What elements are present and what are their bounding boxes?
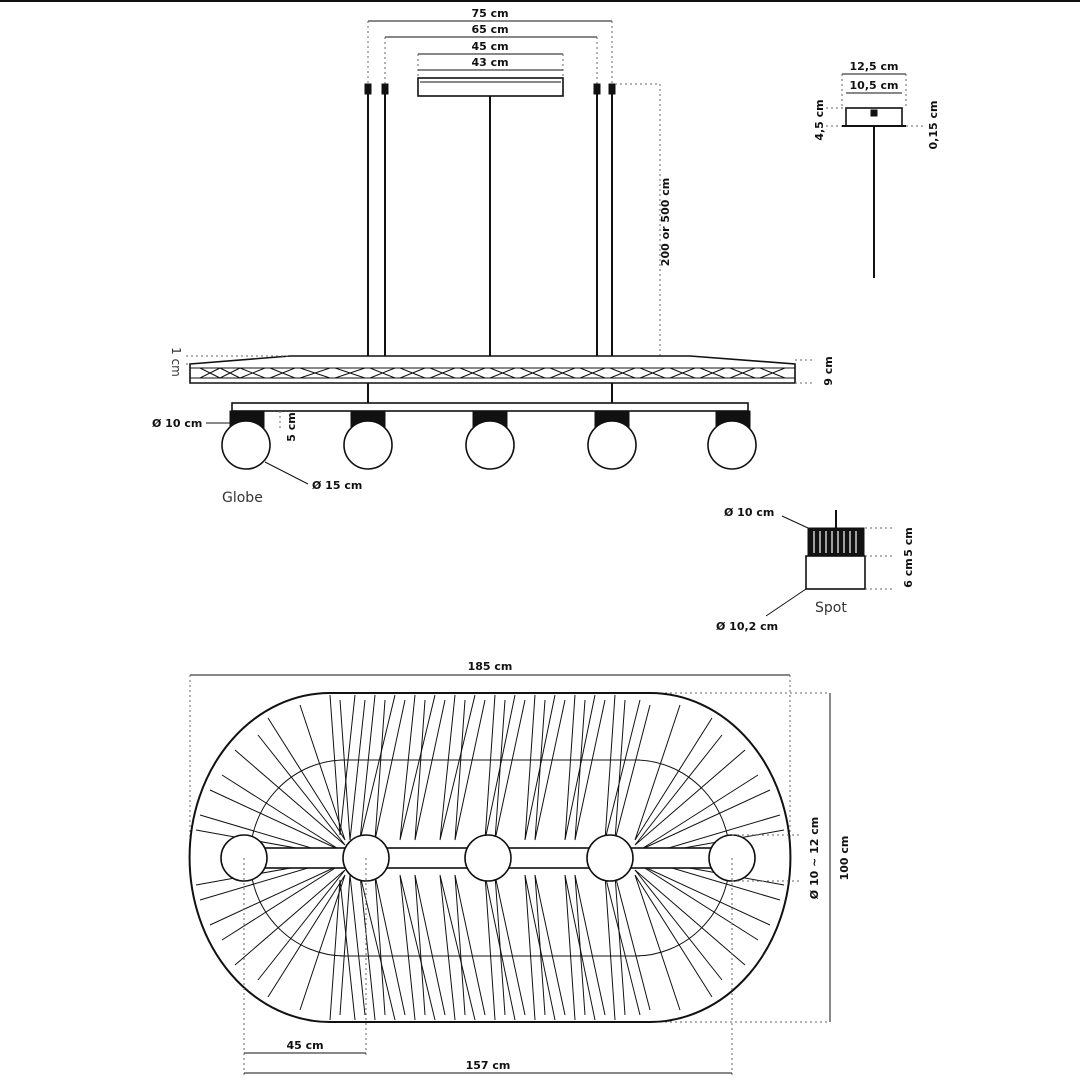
front-elevation: 75 cm 65 cm 45 cm 43 cm 200 or 500 cm <box>152 7 835 506</box>
dim-plan-spacing: 45 cm <box>286 1039 323 1052</box>
dim-65cm: 65 cm <box>471 23 508 36</box>
dim-suspension: 200 or 500 cm <box>659 178 672 266</box>
dim-globe-diameter: Ø 15 cm <box>312 479 362 492</box>
suspension-cables <box>364 83 616 358</box>
dim-plan-globe: Ø 10 ~ 12 cm <box>808 817 821 899</box>
ring-frame <box>189 355 796 384</box>
ceiling-bar <box>417 77 564 97</box>
dim-canopy-inner: 10,5 cm <box>850 79 899 92</box>
dim-spot-height: 6 cm <box>902 558 915 587</box>
label-globe: Globe <box>222 490 263 506</box>
plan-outline <box>188 692 792 1023</box>
lower-spikes <box>195 859 785 1021</box>
globe-3 <box>465 410 515 470</box>
dim-plan-length: 185 cm <box>468 660 513 673</box>
dim-9cm: 9 cm <box>822 356 835 385</box>
dim-43cm: 43 cm <box>471 56 508 69</box>
dim-globe-cap: Ø 10 cm <box>152 417 202 430</box>
dim-45cm: 45 cm <box>471 40 508 53</box>
dim-75cm: 75 cm <box>471 7 508 20</box>
dim-canopy-outer: 12,5 cm <box>850 60 899 73</box>
globe-1 <box>221 410 271 470</box>
dim-canopy-plate: 0,15 cm <box>927 101 940 150</box>
globe-row <box>221 410 757 470</box>
dim-canopy-height: 4,5 cm <box>813 99 826 140</box>
upper-spikes <box>195 694 785 856</box>
dim-spot-diameter: Ø 10,2 cm <box>716 620 778 633</box>
plan-globe-4 <box>586 834 634 882</box>
dim-spot-cap-height: 5 cm <box>902 527 915 556</box>
globe-2 <box>343 410 393 470</box>
canopy-detail: 12,5 cm 10,5 cm 4,5 cm 0,15 cm <box>813 60 940 278</box>
plan-view: 185 cm 100 cm <box>188 660 851 1075</box>
dim-plan-span: 157 cm <box>466 1059 511 1072</box>
dim-globe-cap-height: 5 cm <box>285 412 298 441</box>
dim-1cm: 1 cm <box>169 347 183 377</box>
dim-spot-cap: Ø 10 cm <box>724 506 774 519</box>
spot-detail: Ø 10 cm 5 cm 6 cm Spot Ø 10,2 cm <box>716 506 915 633</box>
plan-globes <box>220 834 756 882</box>
plan-globe-3 <box>464 834 512 882</box>
globe-5 <box>707 410 757 470</box>
label-spot: Spot <box>815 600 847 616</box>
dim-plan-depth: 100 cm <box>838 836 851 881</box>
globe-4 <box>587 410 637 470</box>
top-dimension-lines <box>367 20 613 90</box>
globe-rail <box>231 383 749 412</box>
